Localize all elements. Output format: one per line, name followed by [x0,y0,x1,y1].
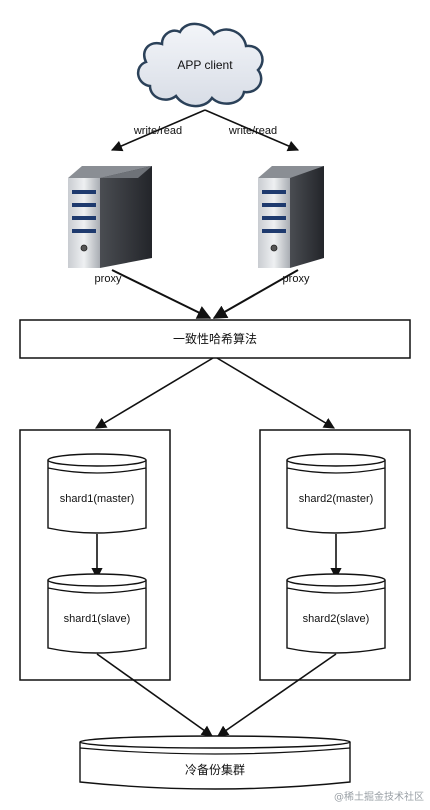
edge-right-proxy-to-hash [212,269,299,319]
database-icon [286,573,386,654]
database-icon [47,573,147,654]
proxy-label-right: proxy [283,273,310,285]
watermark: @稀土掘金技术社区 [334,790,424,803]
edge-hash-to-shard2 [216,357,335,429]
proxy-label-left: proxy [95,273,122,285]
edge-client-to-right-proxy [204,109,300,152]
client-to-proxy-edges: write/read write/read [110,109,300,152]
hash-box [19,319,411,359]
server-icon [258,166,324,268]
shard2-master-label: shard2(master) [299,493,374,505]
edge-left-proxy-to-hash [111,269,212,319]
database-icon [47,453,147,534]
hash-box-label: 一致性哈希算法 [173,331,257,346]
app-client-cloud: APP client [137,22,264,108]
edge-shard1-slave-to-backup [96,653,213,737]
edge-client-to-left-proxy [110,109,206,152]
right-edge-label: write/read [228,125,277,137]
edge-shard2-slave-to-backup [217,653,337,737]
cold-backup-label: 冷备份集群 [185,762,245,777]
shard1-master-label: shard1(master) [60,493,135,505]
shard2-slave-label: shard2(slave) [303,613,370,625]
edge-hash-to-shard1 [95,357,214,429]
database-icon [286,453,386,534]
app-client-label: APP client [177,58,233,72]
cold-backup-database-icon [79,735,351,790]
left-edge-label: write/read [133,125,182,137]
shard1-slave-label: shard1(slave) [64,613,131,625]
server-icon [68,166,152,268]
